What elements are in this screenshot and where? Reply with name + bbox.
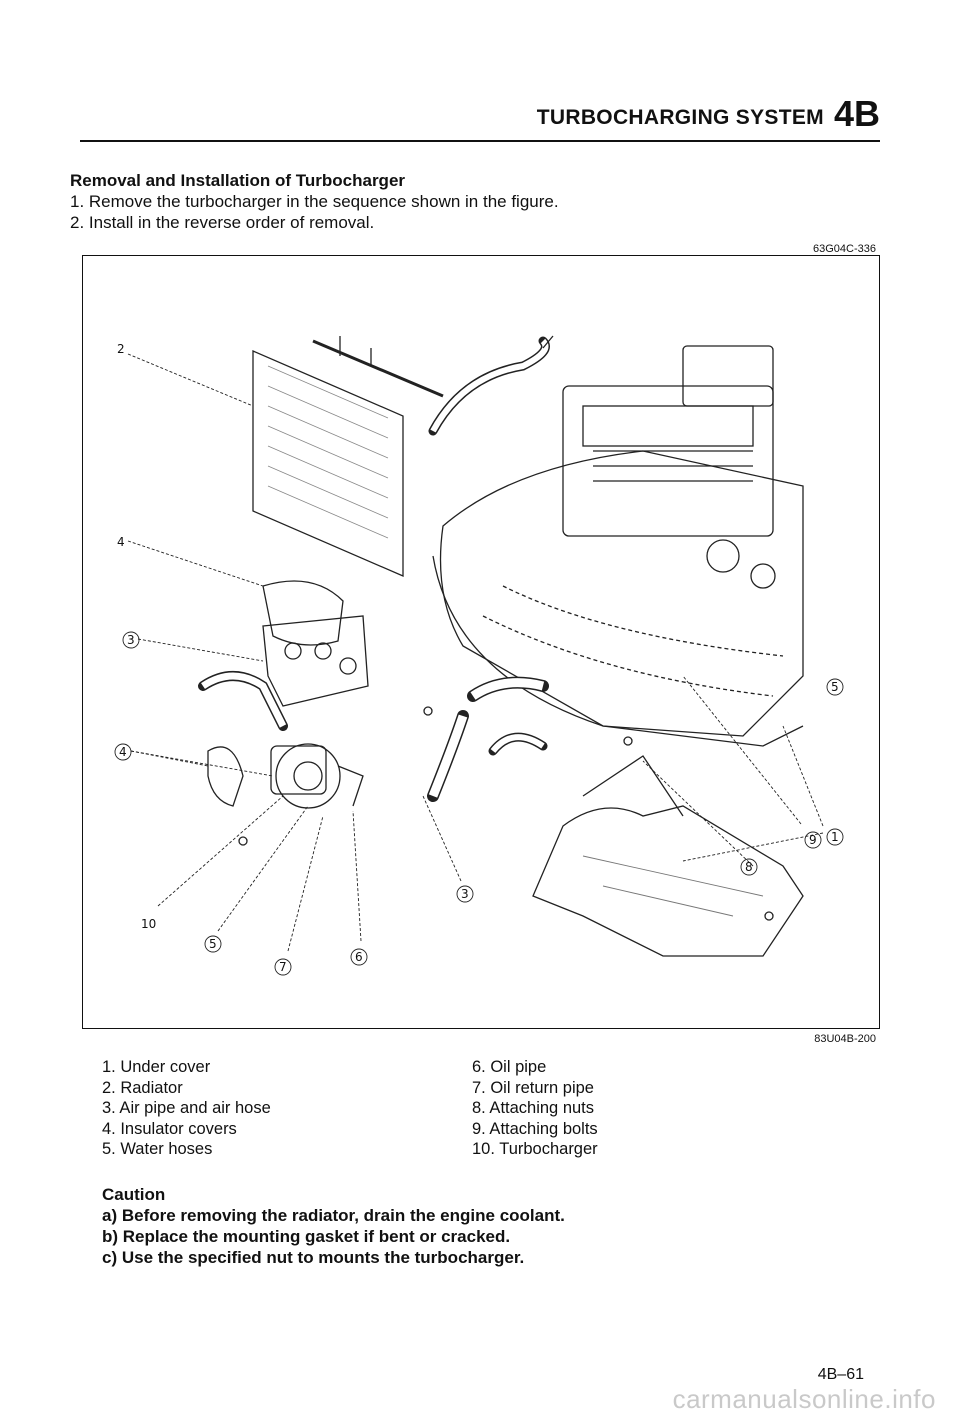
- legend-item: 3. Air pipe and air hose: [102, 1099, 271, 1117]
- insulator-cover-upper: [262, 580, 344, 646]
- legend-right: 6. Oil pipe 7. Oil return pipe 8. Attach…: [472, 1057, 598, 1160]
- legend-item: 4. Insulator covers: [102, 1119, 237, 1138]
- header-section-code: 4B: [833, 93, 880, 134]
- caution-item: c) Use the specified nut to mounts the t…: [102, 1248, 525, 1267]
- legend-item: 1. Under cover: [102, 1058, 211, 1076]
- callout-label: 6: [355, 950, 363, 964]
- turbocharger-exploded-diagram: 2 4 3 4 10 5 7 6 3 8 9 5 1: [114, 335, 844, 976]
- callout-label: 5: [209, 937, 217, 951]
- exhaust-manifold: [262, 615, 369, 707]
- section-intro: Removal and Installation of Turbocharger…: [70, 170, 890, 233]
- watermark: carmanualsonline.info: [672, 1384, 936, 1414]
- exploded-view-figure: 2 4 3 4 10 5 7 6 3 8 9 5 1: [82, 255, 880, 1029]
- legend-item: 6. Oil pipe: [472, 1058, 547, 1076]
- callout-label: 3: [461, 887, 469, 901]
- callout-label: 8: [745, 860, 753, 874]
- callout-label: 4: [117, 535, 125, 549]
- legend-item: 2. Radiator: [102, 1078, 183, 1097]
- section-title: Removal and Installation of Turbocharger: [70, 171, 406, 190]
- header-rule: [80, 140, 880, 142]
- callout-label: 9: [809, 833, 817, 847]
- engine-block: [562, 385, 774, 537]
- water-hose-upper: [428, 336, 550, 436]
- callout-label: 4: [119, 745, 127, 759]
- callout-label: 10: [141, 917, 156, 931]
- caution-title: Caution: [102, 1185, 166, 1204]
- legend-left: 1. Under cover 2. Radiator 3. Air pipe a…: [102, 1057, 271, 1160]
- radiator-drawing: [252, 339, 444, 577]
- legend-item: 7. Oil return pipe: [472, 1078, 594, 1097]
- step-item: 1. Remove the turbocharger in the sequen…: [70, 192, 559, 211]
- figure-ref-bottom: 83U04B-200: [814, 1033, 876, 1045]
- callout-label: 7: [279, 960, 287, 974]
- callout-label: 1: [831, 830, 839, 844]
- page-header: TURBOCHARGING SYSTEM 4B: [536, 93, 880, 134]
- legend-item: 9. Attaching bolts: [472, 1119, 598, 1138]
- legend-item: 10. Turbocharger: [472, 1140, 598, 1158]
- car-body-outline: [439, 450, 804, 737]
- callout-label: 5: [831, 680, 839, 694]
- under-cover-drawing: [532, 805, 804, 957]
- figure-ref-top: 63G04C-336: [813, 243, 876, 255]
- turbocharger-drawing: [270, 743, 364, 809]
- caution-block: Caution a) Before removing the radiator,…: [102, 1184, 565, 1268]
- callout-label: 2: [117, 342, 125, 356]
- callout-label: 3: [127, 633, 135, 647]
- insulator-cover-lower: [207, 746, 244, 807]
- step-item: 2. Install in the reverse order of remov…: [70, 213, 375, 232]
- bumper-outline: [432, 555, 804, 747]
- legend-item: 8. Attaching nuts: [472, 1099, 595, 1117]
- legend-item: 5. Water hoses: [102, 1140, 213, 1158]
- header-title: TURBOCHARGING SYSTEM: [536, 106, 824, 129]
- caution-item: b) Replace the mounting gasket if bent o…: [102, 1227, 511, 1246]
- page-number: 4B–61: [817, 1366, 864, 1383]
- caution-item: a) Before removing the radiator, drain t…: [102, 1206, 565, 1225]
